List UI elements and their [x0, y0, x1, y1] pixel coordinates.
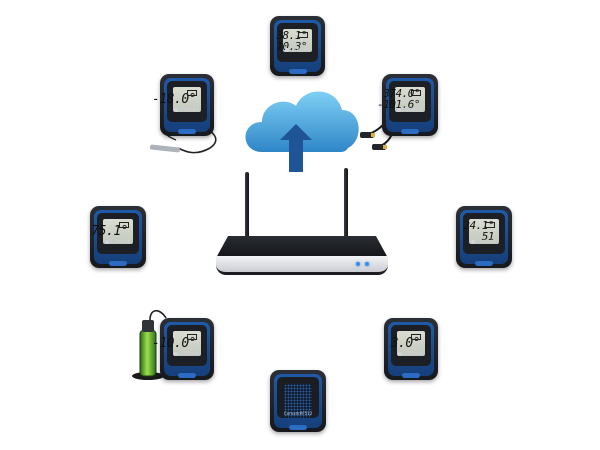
router-led-1 [356, 262, 360, 266]
router-antenna-right [344, 168, 348, 240]
logger-upper-right: 374.0° -101.6° COMARK [377, 74, 438, 136]
logger-top-reading-1: 38.1° [276, 28, 307, 42]
router-antenna-left [245, 172, 249, 242]
logger-middle-right: 24.1° 51 COMARK [456, 206, 512, 268]
logger-lower-left-button [178, 373, 196, 378]
logger-upper-right-button [401, 129, 419, 134]
logger-upper-right-display: 374.0° -101.6° [377, 87, 425, 112]
logger-upper-right-brand: COMARK [389, 107, 431, 112]
logger-lower-left-reading-1: -10.0° [152, 335, 196, 351]
wireless-router [216, 236, 388, 276]
logger-top-display: 38.1° 10.3° [276, 29, 312, 53]
logger-middle-left-button [109, 261, 127, 266]
logger-top-button [288, 69, 307, 74]
logger-lower-right-reading-1: 3.0° [390, 335, 421, 351]
logger-middle-right-reading-2: 51 [481, 230, 495, 244]
logger-middle-left-reading-1: 75.1° [91, 223, 128, 239]
logger-middle-right-display: 24.1° 51 [463, 219, 499, 244]
siren-label-right: RF512 [299, 411, 313, 416]
logger-middle-left: 75.1° COMARK [90, 206, 146, 268]
logger-lower-left: -10.0° COMARK [152, 318, 214, 380]
logger-middle-right-brand: COMARK [463, 239, 505, 244]
speaker-icon [284, 384, 312, 418]
logger-middle-left-brand: COMARK [97, 239, 139, 244]
logger-middle-right-reading-1: 24.1° [463, 219, 494, 233]
router-led-2 [365, 262, 369, 266]
logger-lower-left-brand: COMARK [167, 351, 207, 356]
logger-lower-right: 3.0° COMARK [384, 318, 438, 380]
cloud-upload-icon [245, 91, 359, 172]
logger-lower-left-display: -10.0° [152, 331, 201, 356]
logger-upper-right-reading-1: 374.0° [383, 87, 420, 101]
logger-top: 38.1° 10.3° COMARK [270, 16, 325, 76]
logger-lower-right-button [402, 373, 420, 378]
logger-upper-left-reading-1: -18.0° [152, 91, 196, 107]
router-front-band [216, 256, 388, 275]
alarm-siren: Comark RF512 [270, 370, 326, 432]
logger-upper-right-reading-2: -101.6° [377, 98, 420, 112]
siren-label-left: Comark [284, 411, 300, 416]
logger-middle-right-button [475, 261, 493, 266]
logger-top-brand: COMARK [277, 47, 318, 52]
logger-lower-right-brand: COMARK [391, 351, 431, 356]
logger-upper-left-button [178, 129, 196, 134]
logger-middle-left-display: 75.1° [91, 219, 133, 244]
bottle-probe-icon [132, 309, 167, 380]
siren-button [289, 425, 307, 430]
logger-upper-left: -18.0° COMARK [152, 74, 214, 136]
logger-upper-left-brand: COMARK [167, 107, 207, 112]
logger-upper-left-display: -18.0° [152, 87, 201, 112]
router-top-panel [216, 236, 388, 258]
logger-top-reading-2: 10.3° [276, 39, 307, 53]
logger-lower-right-display: 3.0° [391, 331, 425, 356]
